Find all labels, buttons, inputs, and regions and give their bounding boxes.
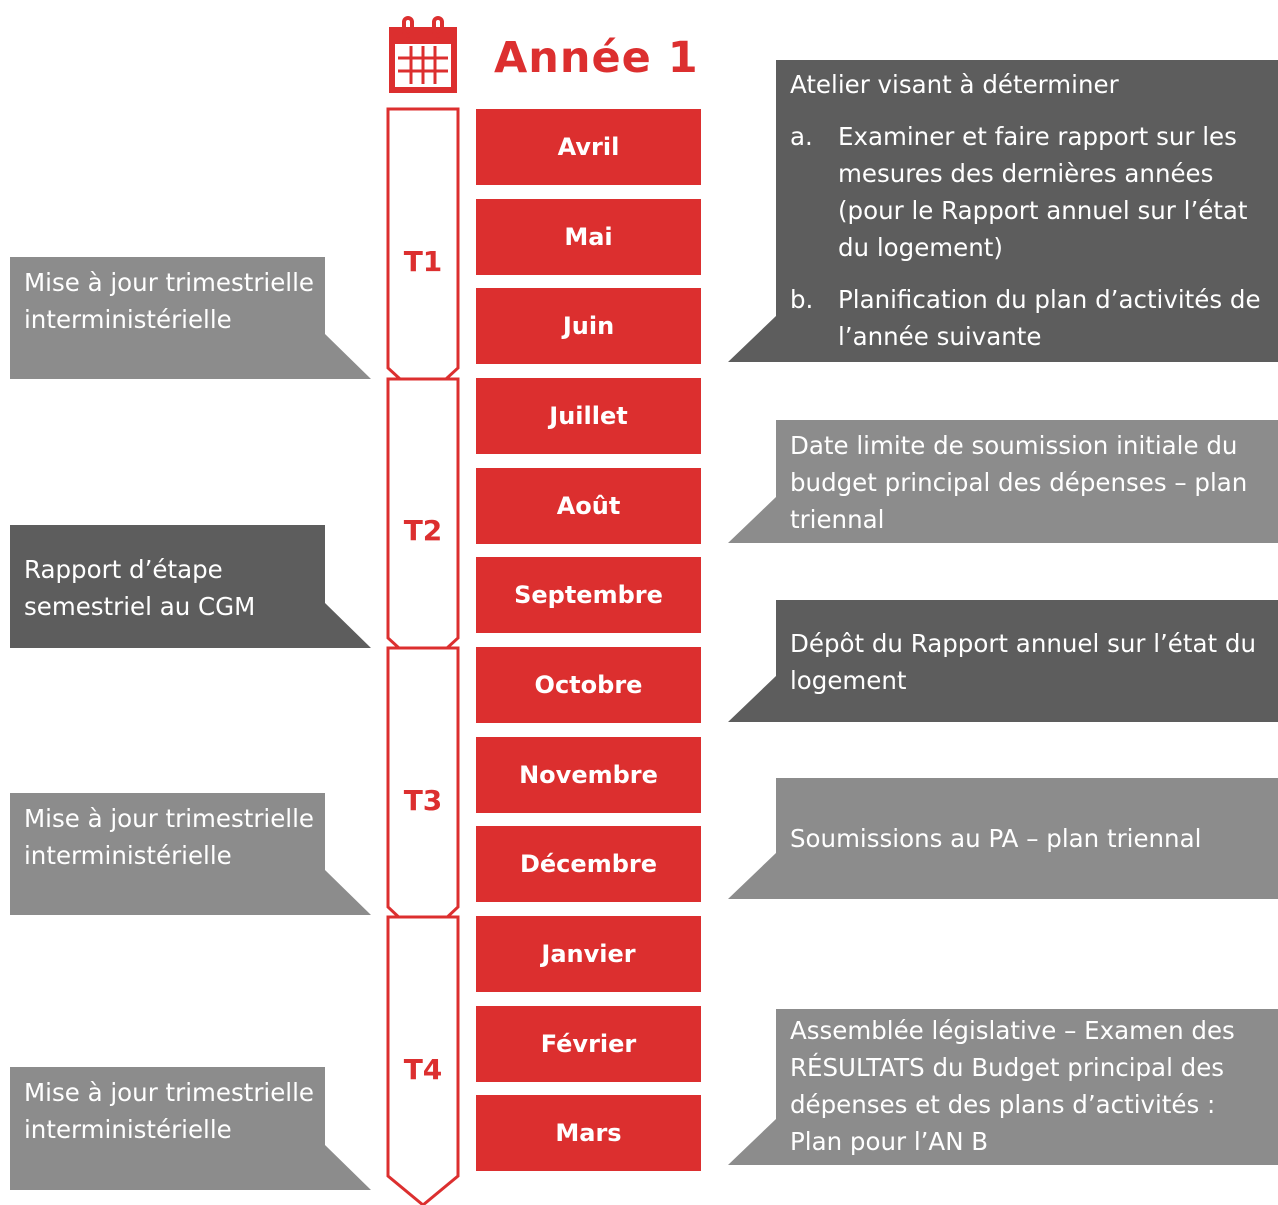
callout-left-4-text: Mise à jour trimestrielle interministéri…: [24, 1078, 314, 1144]
month-mars: Mars: [476, 1095, 701, 1171]
callout-left-2-shape: [10, 525, 371, 648]
month-novembre: Novembre: [476, 737, 701, 813]
quarter-arrows: [386, 107, 460, 1205]
callout-right-5-shape: [728, 1009, 1278, 1165]
callout-right-4-shape: [728, 778, 1278, 899]
workshop-item-b-marker: b.: [790, 285, 814, 314]
callout-left-3-shape: [10, 793, 371, 915]
workshop-item-b-text: Planification du plan d’activités de l’a…: [838, 285, 1261, 351]
month-fevrier: Février: [476, 1006, 701, 1082]
month-janvier: Janvier: [476, 916, 701, 992]
month-avril: Avril: [476, 109, 701, 185]
callout-left-1-shape: [10, 257, 371, 379]
callout-left-4-shape: [10, 1067, 371, 1190]
year-title: Année 1: [494, 33, 699, 83]
workshop-item-b: b. Planification du plan d’activités de …: [790, 281, 1270, 355]
quarter-label-t3: T3: [403, 784, 443, 817]
quarter-label-t1: T1: [403, 245, 443, 278]
callout-assembly-review: Assemblée législative – Examen des RÉSUL…: [790, 1016, 1235, 1156]
month-juin: Juin: [476, 288, 701, 364]
callout-right-1-shape: [728, 60, 1278, 362]
workshop-intro: Atelier visant à déterminer: [790, 70, 1119, 99]
workshop-item-a: a. Examiner et faire rapport sur les mes…: [790, 118, 1270, 266]
callout-right-3-shape: [728, 600, 1278, 722]
quarter-label-t4: T4: [403, 1053, 443, 1086]
month-octobre: Octobre: [476, 647, 701, 723]
callout-workshop: Atelier visant à déterminer a. Examiner …: [790, 66, 1270, 355]
callout-left-2-text: Rapport d’étape semestriel au CGM: [24, 555, 256, 621]
workshop-item-a-text: Examiner et faire rapport sur les mesure…: [838, 122, 1248, 262]
month-decembre: Décembre: [476, 826, 701, 902]
callout-pa-submissions: Soumissions au PA – plan triennal: [790, 824, 1202, 853]
month-septembre: Septembre: [476, 557, 701, 633]
quarter-arrow-t4: [386, 915, 460, 1205]
callout-right-2-shape: [728, 420, 1278, 543]
calendar-icon: [388, 16, 458, 94]
callout-left-1-text: Mise à jour trimestrielle interministéri…: [24, 268, 314, 334]
callout-annual-report: Dépôt du Rapport annuel sur l’état du lo…: [790, 629, 1256, 695]
month-aout: Août: [476, 468, 701, 544]
quarter-label-t2: T2: [403, 514, 443, 547]
month-mai: Mai: [476, 199, 701, 275]
month-juillet: Juillet: [476, 378, 701, 454]
callout-left-3-text: Mise à jour trimestrielle interministéri…: [24, 804, 314, 870]
workshop-item-a-marker: a.: [790, 122, 813, 151]
callout-budget-deadline: Date limite de soumission initiale du bu…: [790, 431, 1248, 534]
